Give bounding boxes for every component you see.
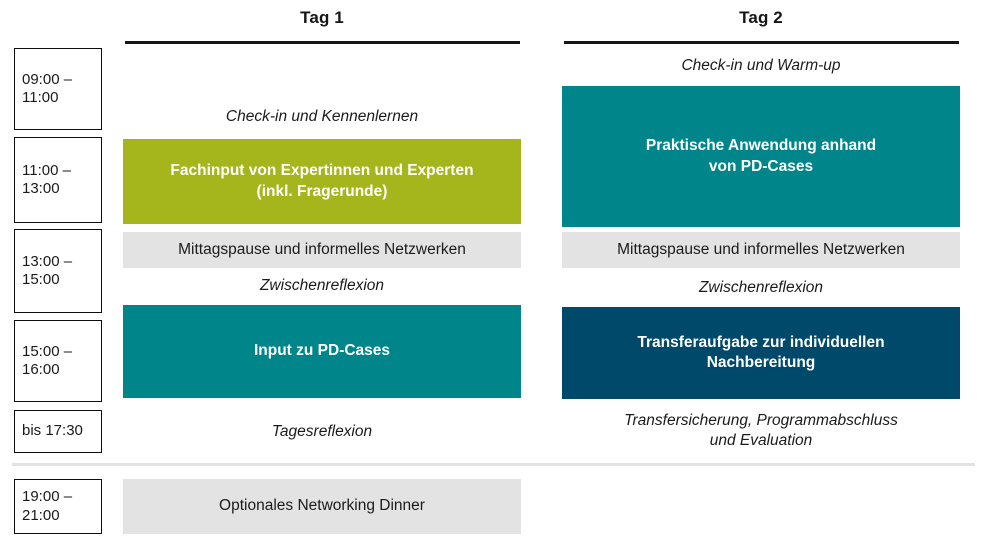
- section-divider: [12, 463, 975, 466]
- time-box-1100-1300: 11:00 – 13:00: [14, 137, 102, 223]
- time-box-0900-1100: 09:00 – 11:00: [14, 48, 102, 130]
- day1-header: Tag 1: [300, 8, 344, 27]
- day1-block-input-pd-cases: Input zu PD-Cases: [123, 305, 521, 398]
- day2-header: Tag 2: [739, 8, 783, 27]
- day1-block-mittagspause: Mittagspause und informelles Netzwerken: [123, 232, 521, 268]
- time-box-1300-1500: 13:00 – 15:00: [14, 229, 102, 313]
- day2-block-mittagspause: Mittagspause und informelles Netzwerken: [562, 232, 960, 268]
- day2-header-rule: [564, 41, 959, 44]
- time-box-1900-2100: 19:00 – 21:00: [14, 479, 102, 534]
- day2-block-transferaufgabe: Transferaufgabe zur individuellen Nachbe…: [562, 307, 960, 399]
- day2-block-praktische-anwendung: Praktische Anwendung anhand von PD-Cases: [562, 86, 960, 227]
- day1-block-fachinput: Fachinput von Expertinnen und Experten (…: [123, 139, 521, 224]
- day2-block-transfersicherung: Transfersicherung, Programmabschluss und…: [624, 411, 898, 449]
- day1-block-checkin: Check-in und Kennenlernen: [225, 107, 419, 125]
- day1-block-zwischenreflexion: Zwischenreflexion: [259, 276, 385, 294]
- day1-header-rule: [125, 41, 520, 44]
- day2-block-checkin: Check-in und Warm-up: [681, 56, 841, 74]
- day2-block-zwischenreflexion: Zwischenreflexion: [698, 278, 824, 296]
- day1-block-networking-dinner: Optionales Networking Dinner: [123, 479, 521, 534]
- time-box-bis-1730: bis 17:30: [14, 410, 102, 453]
- day1-block-tagesreflexion: Tagesreflexion: [271, 422, 373, 440]
- time-box-1500-1600: 15:00 – 16:00: [14, 320, 102, 402]
